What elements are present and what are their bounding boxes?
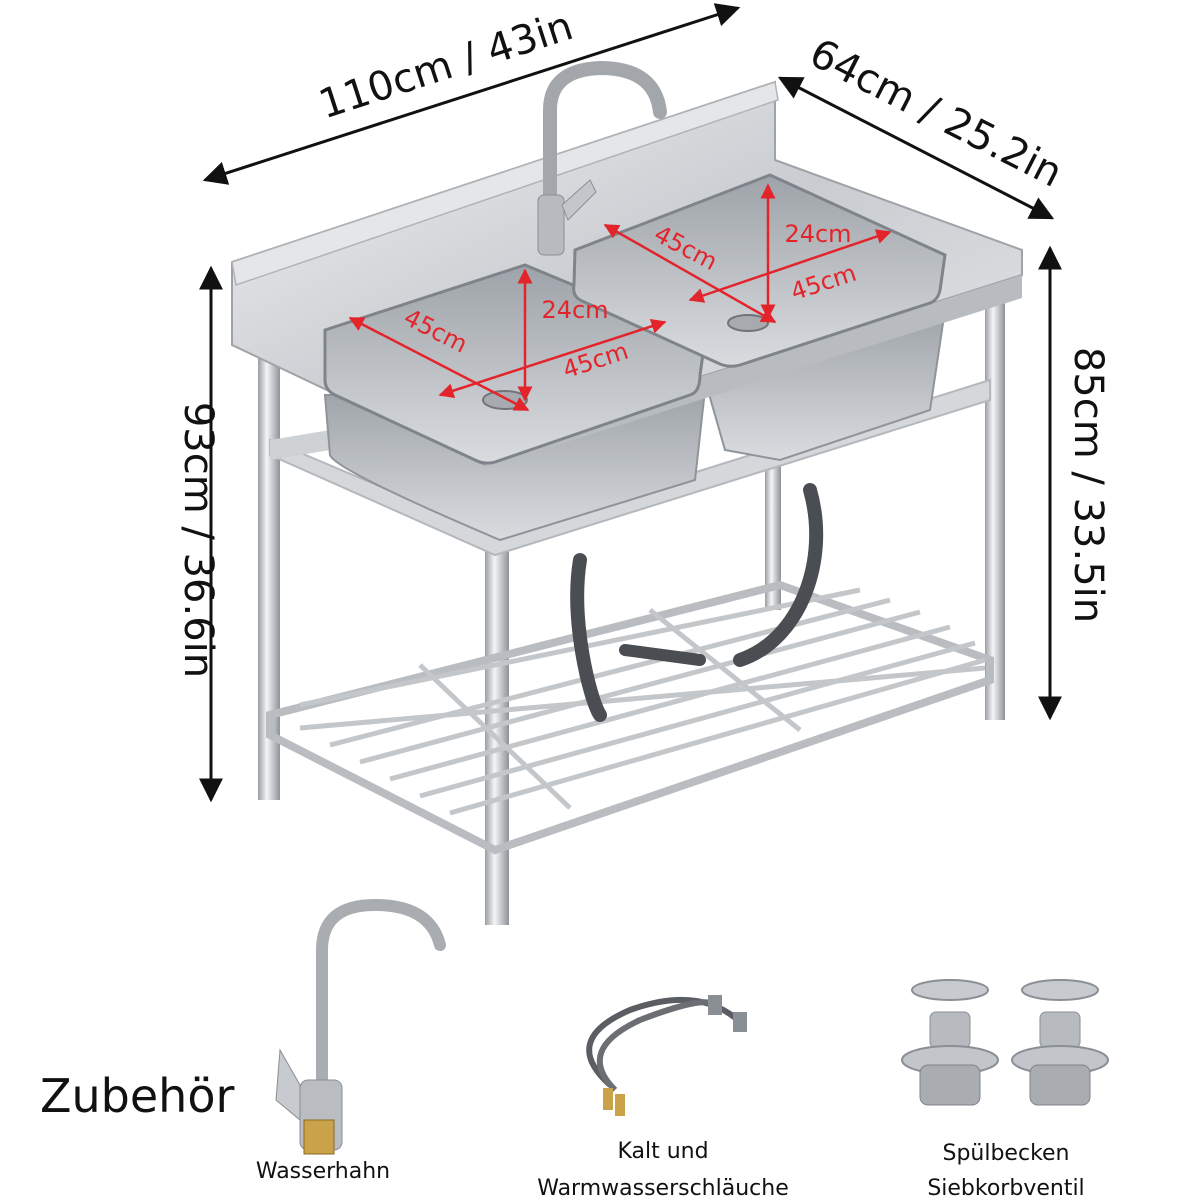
- left-basin-dimensions: [348, 268, 667, 412]
- counter-height-label: 85cm / 33.5in: [1065, 347, 1111, 623]
- backsplash: [231, 81, 779, 286]
- strainer-accessory-icon-2: [1011, 979, 1109, 1106]
- bottom-shelf: [266, 580, 994, 855]
- accessories-title: Zubehör: [40, 1069, 234, 1123]
- dimension-arrows: [199, 3, 1062, 803]
- width-arrow: [202, 3, 741, 185]
- width-label: 110cm / 43in: [314, 3, 579, 128]
- leg-mid: [765, 460, 781, 610]
- strainer-label-line1: Spülbecken: [942, 1141, 1069, 1166]
- hoses-accessory-icon: [586, 995, 747, 1116]
- faucet-accessory-icon: [275, 898, 446, 1155]
- drain-hoses: [570, 483, 824, 722]
- hoses-label-line1: Kalt und: [617, 1139, 708, 1164]
- total-height-label: 93cm / 36.6in: [175, 402, 221, 678]
- left-basin-depth: 24cm: [541, 296, 608, 324]
- right-basin-dimensions: [603, 183, 892, 324]
- strainer-accessory-icon-1: [901, 979, 999, 1106]
- strainer-label-line2: Siebkorbventil: [927, 1176, 1084, 1200]
- depth-label: 64cm / 25.2in: [802, 30, 1069, 196]
- leg-back-right: [985, 280, 1005, 720]
- hoses-label-line2: Warmwasserschläuche: [537, 1176, 789, 1200]
- depth-arrow: [777, 76, 1055, 220]
- frame-bars: [269, 378, 991, 557]
- right-basin-depth: 24cm: [784, 220, 851, 248]
- right-drain: [727, 314, 769, 332]
- sink-faucet: [537, 60, 667, 256]
- faucet-label: Wasserhahn: [256, 1159, 390, 1184]
